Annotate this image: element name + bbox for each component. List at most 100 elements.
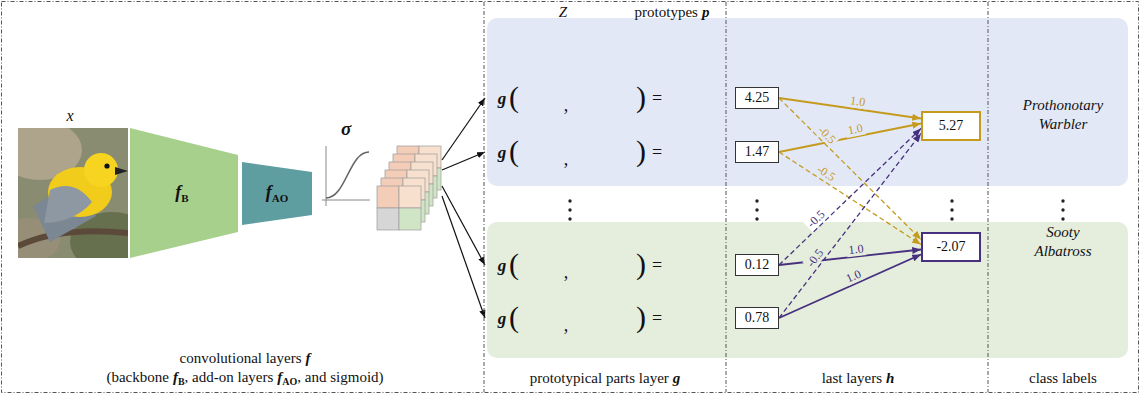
label-group: convolutional layersf xyxy=(179,350,310,366)
comma: , xyxy=(564,315,569,335)
drawing-part xyxy=(389,162,411,184)
class-label-holder: Prothonotary Warbler xyxy=(1019,96,1107,134)
label-group: = xyxy=(652,143,662,161)
score-box: 0.78 xyxy=(735,307,779,329)
label-group: ) xyxy=(636,136,646,166)
equals-sign: = xyxy=(652,308,662,328)
ellipsis-dot xyxy=(755,217,758,220)
label-group: ( xyxy=(509,249,519,279)
function-symbol: g xyxy=(498,309,507,328)
drawing-part xyxy=(326,152,369,198)
ellipsis-dot xyxy=(755,199,758,202)
section-divider xyxy=(726,2,727,392)
section-divider xyxy=(484,2,485,392)
ellipsis-dot xyxy=(568,208,571,211)
drawing-part xyxy=(104,163,109,168)
label-group: fB xyxy=(175,183,188,204)
parenthesis: ) xyxy=(636,247,646,280)
block-symbol: AO xyxy=(272,192,289,204)
label-group: ) xyxy=(636,302,646,332)
label-group: = xyxy=(652,89,662,107)
parenthesis: ( xyxy=(509,300,519,333)
class-band: Sooty Albatross0.120.78-2.07 xyxy=(487,222,1128,358)
feature-arrow xyxy=(442,98,485,160)
label-group: last layersh xyxy=(822,370,895,386)
feature-map-stack xyxy=(377,146,441,230)
weight-connector xyxy=(779,98,921,240)
function-symbol: g xyxy=(498,143,507,162)
drawing-part xyxy=(48,167,112,217)
weight-connector xyxy=(779,255,921,319)
section-caption: convolutional layers xyxy=(179,350,301,366)
ellipsis-dot xyxy=(950,217,953,220)
score-box: 1.47 xyxy=(735,141,779,163)
drawing-part xyxy=(70,212,128,258)
feature-arrow xyxy=(442,152,485,170)
block-symbol: B xyxy=(181,192,188,204)
parenthesis: ) xyxy=(636,300,646,333)
bird-photo xyxy=(18,128,128,258)
drawing-part xyxy=(44,186,92,223)
label-group: ( xyxy=(509,302,519,332)
drawing-part xyxy=(399,186,421,208)
drawing-part xyxy=(415,154,437,176)
tensor-symbol: Z xyxy=(559,4,567,20)
score-value: 0.78 xyxy=(745,311,770,325)
ellipsis-dot xyxy=(568,217,571,220)
drawing-part xyxy=(18,231,128,246)
drawing-part xyxy=(84,153,118,187)
section-caption: , and sigmoid) xyxy=(297,369,383,385)
section-caption: (backbone xyxy=(106,369,168,385)
add-on-block xyxy=(242,162,312,225)
drawing-part xyxy=(389,184,411,206)
parenthesis: ( xyxy=(509,134,519,167)
section-caption: class labels xyxy=(1029,370,1097,386)
drawing-part xyxy=(403,178,425,200)
drawing-part xyxy=(385,192,407,214)
weight-label: 1.0 xyxy=(845,120,866,137)
drawing-part xyxy=(403,200,425,222)
score-value: 4.25 xyxy=(745,91,770,105)
label-group: = xyxy=(652,256,662,274)
drawing-part xyxy=(393,154,415,176)
drawing-part xyxy=(18,128,128,258)
score-value: 1.47 xyxy=(745,145,770,159)
drawing-part xyxy=(322,200,370,201)
drawing-part xyxy=(411,184,433,206)
equals-sign: = xyxy=(652,88,662,108)
drawing-part xyxy=(381,178,403,200)
parenthesis: ( xyxy=(509,247,519,280)
drawing-part xyxy=(411,162,433,184)
drawing-part xyxy=(397,146,419,168)
label-group: , xyxy=(564,96,569,114)
weight-connector xyxy=(779,134,921,319)
weight-label-holder: 1.0 xyxy=(846,238,867,258)
label-group: ( xyxy=(509,82,519,112)
label-group: prototypesp xyxy=(635,4,710,20)
column-heading: prototypes xyxy=(635,4,698,20)
feature-arrow xyxy=(442,186,485,265)
drawing-part xyxy=(397,168,419,190)
drawing-part xyxy=(33,182,96,242)
parenthesis: ) xyxy=(636,134,646,167)
parenthesis: ) xyxy=(636,80,646,113)
label-group: ) xyxy=(636,249,646,279)
drawing-part xyxy=(393,176,415,198)
label-group: ( xyxy=(509,136,519,166)
sigmoid-symbol-label: σ xyxy=(341,118,351,139)
section-caption: , add-on layers xyxy=(185,369,274,385)
backbone-block xyxy=(130,128,238,258)
section-caption: h xyxy=(886,370,894,386)
section-caption: prototypical parts layer xyxy=(530,370,669,386)
drawing-part xyxy=(399,208,421,230)
label-group: prototypical parts layerg xyxy=(530,370,681,386)
input-symbol: x xyxy=(66,107,73,124)
drawing-part xyxy=(326,146,327,206)
label-group: , xyxy=(564,316,569,334)
ellipsis-dot xyxy=(1061,217,1064,220)
drawing-part xyxy=(385,170,407,192)
